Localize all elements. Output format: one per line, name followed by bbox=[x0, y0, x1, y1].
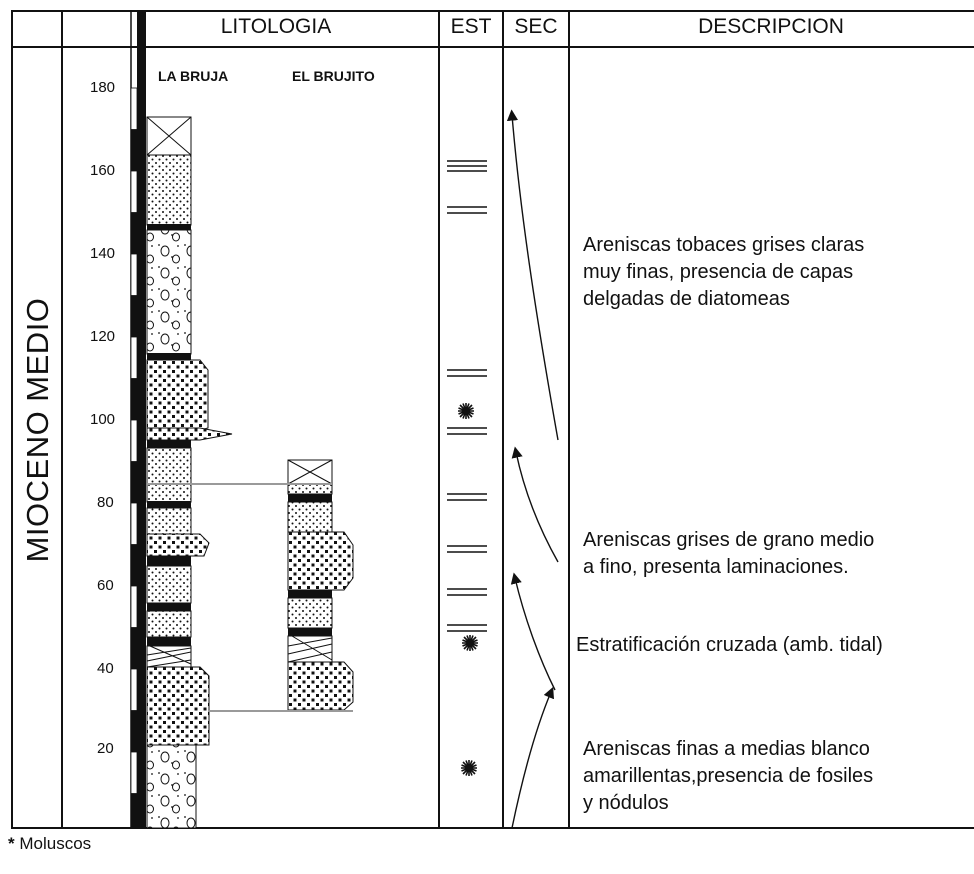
scale-segment bbox=[131, 627, 137, 669]
description-cross-stratification: Estratificación cruzada (amb. tidal) bbox=[576, 634, 883, 656]
scale-segment bbox=[130, 336, 138, 379]
legend-text: Moluscos bbox=[19, 834, 92, 853]
cross-stratification bbox=[146, 645, 192, 668]
scale-segment bbox=[130, 419, 138, 462]
scale-segment bbox=[130, 87, 138, 130]
scale-segment bbox=[131, 544, 137, 586]
medium-sandstone bbox=[146, 666, 210, 746]
correlation-lines bbox=[147, 483, 353, 712]
scale-segment bbox=[131, 710, 137, 752]
est-lamination-symbols bbox=[447, 160, 487, 632]
description-middle: Areniscas grises de grano medio a fino, … bbox=[583, 529, 875, 578]
scale-segment bbox=[130, 751, 138, 794]
description-upper: Areniscas tobaces grises claras muy fina… bbox=[583, 234, 865, 310]
depth-tick: 160 bbox=[90, 162, 116, 179]
sandstone-with-nodules bbox=[146, 744, 197, 829]
scale-segment bbox=[131, 212, 137, 254]
depth-tick: 100 bbox=[90, 411, 116, 428]
depth-tick: 120 bbox=[90, 328, 116, 345]
scale-segment bbox=[131, 295, 137, 337]
column-la-bruja bbox=[146, 116, 233, 829]
scale-segment bbox=[131, 129, 137, 171]
depth-tick: 140 bbox=[90, 245, 116, 262]
scale-segment bbox=[130, 170, 138, 213]
scale-segment bbox=[130, 502, 138, 545]
header-est: EST bbox=[450, 15, 492, 38]
sandstone-tongue bbox=[146, 427, 233, 441]
depth-tick: 40 bbox=[97, 660, 114, 677]
sandstone-with-nodules bbox=[146, 229, 192, 355]
table-frame bbox=[11, 10, 974, 829]
column-el-brujito bbox=[287, 459, 354, 711]
fine-sandstone bbox=[146, 447, 192, 503]
mollusc-symbols bbox=[458, 403, 478, 776]
scale-segment bbox=[131, 793, 137, 828]
depth-tick: 80 bbox=[97, 494, 114, 511]
scale-segment bbox=[131, 378, 137, 420]
scale-segment bbox=[130, 668, 138, 711]
column-label-el-brujito: EL BRUJITO bbox=[292, 68, 375, 84]
scale-segment bbox=[130, 253, 138, 296]
description-lower: Areniscas finas a medias blanco amarille… bbox=[583, 738, 874, 814]
medium-sandstone bbox=[146, 359, 209, 431]
era-label: MIOCENO MEDIO bbox=[20, 297, 55, 563]
scale-segment bbox=[130, 585, 138, 628]
column-label-la-bruja: LA BRUJA bbox=[158, 68, 229, 84]
header-description: DESCRIPCION bbox=[698, 15, 844, 38]
depth-tick: 20 bbox=[97, 740, 114, 757]
legend-symbol: * bbox=[8, 834, 15, 853]
header-sec: SEC bbox=[514, 15, 558, 38]
depth-tick: 60 bbox=[97, 577, 114, 594]
depth-tick: 180 bbox=[90, 79, 116, 96]
header-lithology: LITOLOGIA bbox=[220, 15, 332, 38]
sequence-arrows bbox=[506, 109, 559, 829]
depth-scale-bar bbox=[130, 11, 146, 828]
fine-sandstone bbox=[146, 154, 192, 226]
scale-segment bbox=[131, 461, 137, 503]
legend: * Moluscos bbox=[8, 834, 91, 854]
